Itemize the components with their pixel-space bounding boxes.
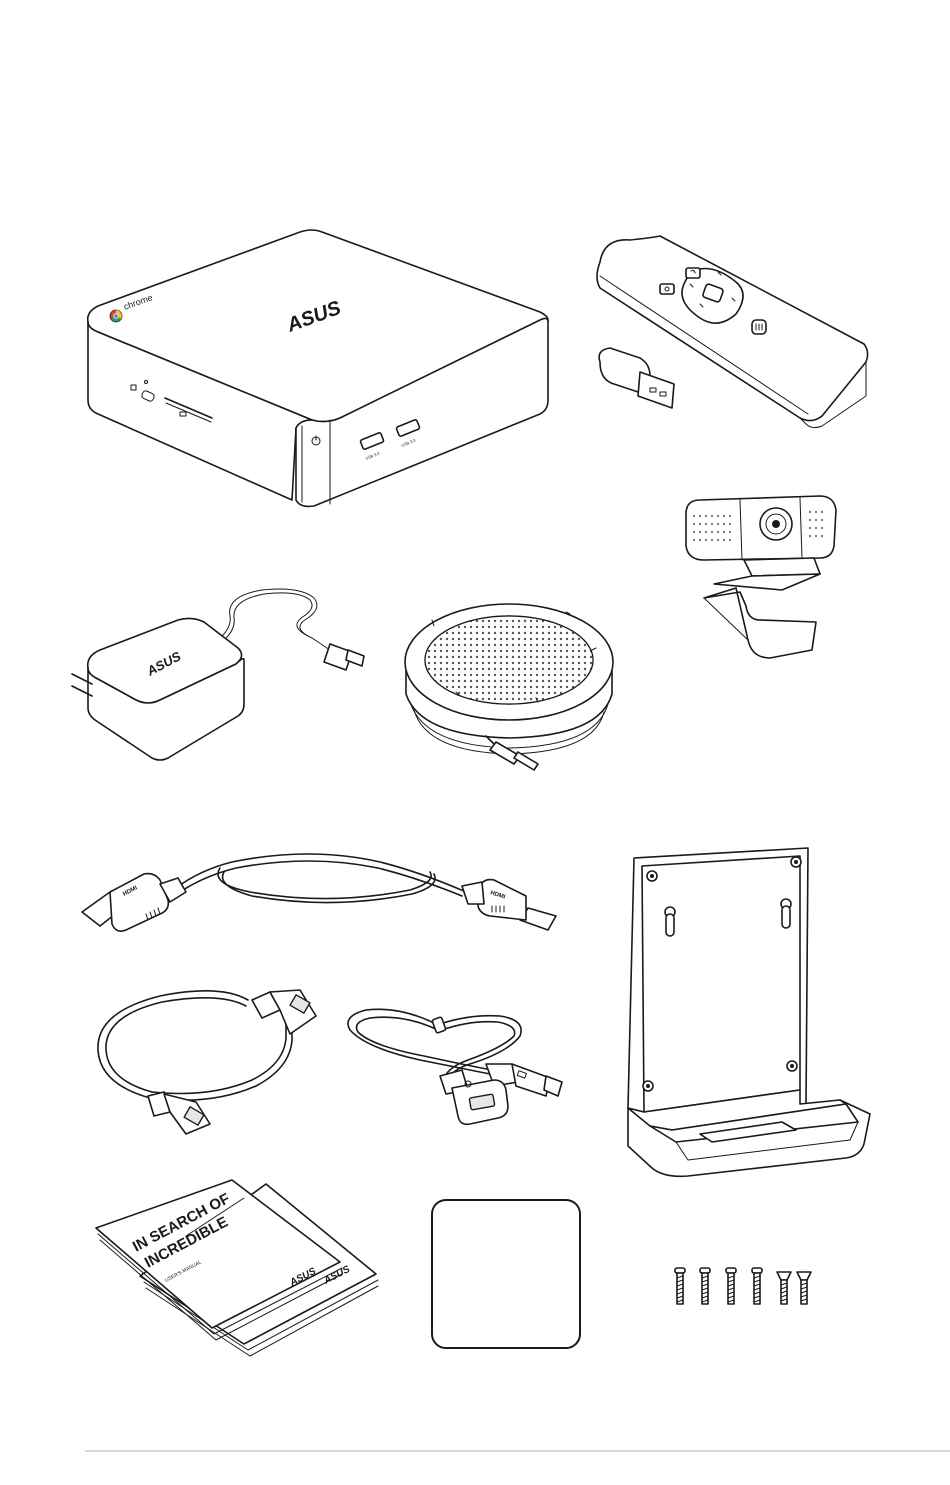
power-adapter-icon: ASUS xyxy=(72,589,364,760)
screws-icon xyxy=(675,1268,811,1304)
lan-cable-icon xyxy=(98,990,316,1134)
manual-icon: ASUS IN SEARCH OF INCREDIBLE USER'S MANU… xyxy=(96,1180,378,1356)
chromebox-icon: chrome ASUS USB 3.0 USB 3.0 xyxy=(88,230,548,506)
vesa-stand-icon xyxy=(628,848,870,1176)
remote-control-icon xyxy=(597,236,868,428)
webcam-icon xyxy=(686,496,836,658)
usb-dongle-icon xyxy=(599,348,674,408)
hdmi-cable-icon: HDMI HDMI xyxy=(82,854,556,931)
speakerphone-icon xyxy=(405,604,613,770)
footer-rule xyxy=(85,1450,950,1452)
usb-extension-cable-icon xyxy=(348,1009,562,1124)
card-icon xyxy=(432,1200,580,1348)
